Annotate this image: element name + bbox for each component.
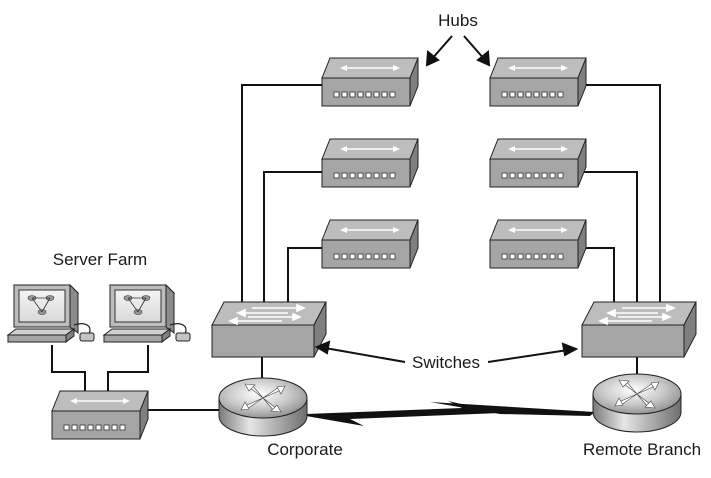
switches-label: Switches (412, 353, 480, 372)
wan-link-right (430, 402, 595, 416)
server-2 (103, 284, 191, 343)
hub-left-3 (321, 219, 419, 269)
wan-link (306, 401, 500, 426)
switch-corporate (211, 301, 327, 358)
hub-server-farm (51, 390, 149, 440)
hub-left-1 (321, 57, 419, 107)
hub-right-3 (489, 219, 587, 269)
hub-left-2 (321, 138, 419, 188)
hub-right-2 (489, 138, 587, 188)
server-farm-label: Server Farm (53, 250, 147, 269)
hubs-arrows (425, 35, 491, 67)
remote-branch-label: Remote Branch (583, 440, 701, 459)
router-corporate (218, 377, 308, 437)
server-1 (7, 284, 95, 343)
hub-right-1 (489, 57, 587, 107)
switches-arrows (314, 340, 579, 363)
hubs-label: Hubs (438, 11, 478, 30)
switch-remote-branch (581, 301, 697, 358)
router-remote-branch (592, 373, 682, 433)
network-links (51, 84, 661, 411)
corporate-label: Corporate (267, 440, 343, 459)
